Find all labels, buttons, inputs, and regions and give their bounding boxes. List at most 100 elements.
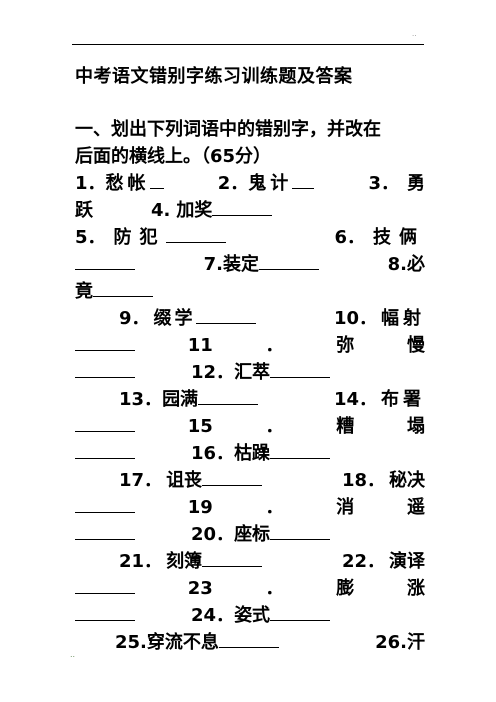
- item-number: 21．: [119, 551, 163, 572]
- item-row-11: 16． 枯躁: [75, 440, 425, 467]
- item-number: 4.: [151, 200, 171, 221]
- item-number: 10．: [333, 308, 377, 329]
- item-word: 跃: [75, 200, 93, 221]
- item-13: 13． 园满: [119, 386, 259, 413]
- item-row-1: 1． 愁帐 2． 鬼计 3． 勇: [75, 170, 425, 197]
- header-rule: [72, 44, 424, 45]
- item-dot: ．: [265, 578, 284, 599]
- item-word: 汗: [407, 632, 425, 653]
- item-word: 穿流不息: [146, 632, 219, 653]
- item-number: 2．: [217, 173, 249, 194]
- item-word: 竟: [75, 281, 93, 302]
- answer-blank[interactable]: [198, 386, 259, 405]
- item-number: 11: [187, 335, 213, 356]
- item-number: 1．: [75, 173, 106, 194]
- item-row-5: 竟: [75, 278, 425, 305]
- exercise-body: 一、划出下列词语中的错别字，并改在 后面的横线上。（65分） 1． 愁帐 2． …: [75, 116, 425, 656]
- answer-blank[interactable]: [259, 251, 319, 270]
- item-24: 24． 姿式: [191, 602, 331, 629]
- item-number: 15: [187, 416, 213, 437]
- item-number: 13．: [119, 389, 163, 410]
- answer-blank[interactable]: [75, 359, 135, 378]
- page-title: 中考语文错别字练习训练题及答案: [75, 66, 353, 87]
- item-number: 16．: [191, 443, 235, 464]
- item-9: 9． 缀学: [119, 305, 256, 332]
- item-dot: ．: [265, 497, 284, 518]
- item-dot: ．: [265, 416, 284, 437]
- instruction-line-2: 后面的横线上。（65分）: [75, 146, 272, 167]
- item-10: 10． 幅射: [334, 305, 425, 332]
- item-row-7: 11 ． 弥 慢: [75, 332, 425, 359]
- item-word: 座标: [234, 524, 271, 545]
- item-word: 刻簿: [166, 551, 203, 572]
- item-number: 17．: [119, 470, 163, 491]
- answer-blank[interactable]: [292, 170, 315, 189]
- answer-blank[interactable]: [93, 278, 153, 297]
- item-dot: ．: [265, 335, 284, 356]
- item-word: 弥: [336, 335, 355, 356]
- item-word: 勇: [407, 173, 425, 194]
- answer-blank[interactable]: [195, 305, 256, 324]
- item-word: 消: [336, 497, 355, 518]
- item-number: 26.: [375, 632, 407, 653]
- answer-blank[interactable]: [75, 413, 135, 432]
- answer-blank[interactable]: [270, 359, 331, 378]
- item-row-8: 12． 汇萃: [75, 359, 425, 386]
- answer-blank[interactable]: [165, 224, 226, 243]
- answer-blank[interactable]: [202, 467, 263, 486]
- item-number: 22．: [341, 551, 385, 572]
- item-word: 涨: [407, 578, 425, 599]
- answer-blank[interactable]: [149, 170, 164, 189]
- item-word: 秘决: [389, 470, 425, 491]
- item-14: 14． 布署: [334, 386, 425, 413]
- answer-blank[interactable]: [212, 197, 273, 216]
- answer-blank[interactable]: [218, 629, 279, 648]
- item-number: 24．: [191, 605, 235, 626]
- item-17: 17． 诅丧: [119, 467, 263, 494]
- answer-blank[interactable]: [75, 251, 135, 270]
- item-word: 必: [407, 254, 425, 275]
- item-row-10: 15 ． 糟 塌: [75, 413, 425, 440]
- answer-blank[interactable]: [270, 521, 331, 540]
- answer-blank[interactable]: [202, 548, 263, 567]
- item-3: 3． 勇: [368, 170, 425, 197]
- item-number: 14．: [333, 389, 377, 410]
- item-word: 诅丧: [166, 470, 203, 491]
- answer-blank[interactable]: [270, 602, 331, 621]
- item-26: 26. 汗: [375, 629, 425, 656]
- item-number: 7.: [203, 254, 223, 275]
- answer-blank[interactable]: [270, 440, 331, 459]
- item-16: 16． 枯躁: [191, 440, 331, 467]
- item-word: 幅射: [381, 308, 425, 329]
- answer-blank[interactable]: [75, 332, 135, 351]
- answer-blank[interactable]: [75, 521, 135, 540]
- item-row-13: 19 ． 消 遥: [75, 494, 425, 521]
- item-number: 8.: [387, 254, 407, 275]
- answer-blank[interactable]: [75, 440, 135, 459]
- item-7: 7. 装定: [204, 251, 319, 278]
- item-number: 9．: [119, 308, 150, 329]
- item-number: 12．: [191, 362, 235, 383]
- answer-blank[interactable]: [75, 575, 135, 594]
- answer-blank[interactable]: [75, 494, 135, 513]
- item-word: 糟: [336, 416, 355, 437]
- item-row-12: 17． 诅丧 18． 秘决: [75, 467, 425, 494]
- item-18: 18． 秘决: [342, 467, 425, 494]
- item-row-18: 25. 穿流不息 26. 汗: [75, 629, 425, 656]
- item-word: 缀学: [153, 308, 196, 329]
- answer-blank[interactable]: [75, 602, 135, 621]
- item-1: 1． 愁帐: [75, 170, 164, 197]
- item-word: 塌: [407, 416, 425, 437]
- item-row-4: 7. 装定 8. 必: [75, 251, 425, 278]
- item-number: 19: [187, 497, 213, 518]
- item-row-16: 23 ． 膨 涨: [75, 575, 425, 602]
- item-row-3: 5． 防犯 6． 技俩: [75, 224, 425, 251]
- item-number: 25.: [115, 632, 147, 653]
- item-word: 装定: [223, 254, 259, 275]
- item-word: 慢: [407, 335, 425, 356]
- item-word: 汇萃: [234, 362, 271, 383]
- item-5: 5． 防犯: [75, 224, 226, 251]
- item-2: 2． 鬼计: [218, 170, 315, 197]
- item-word: 鬼计: [248, 173, 293, 194]
- item-word: 防犯: [113, 227, 166, 248]
